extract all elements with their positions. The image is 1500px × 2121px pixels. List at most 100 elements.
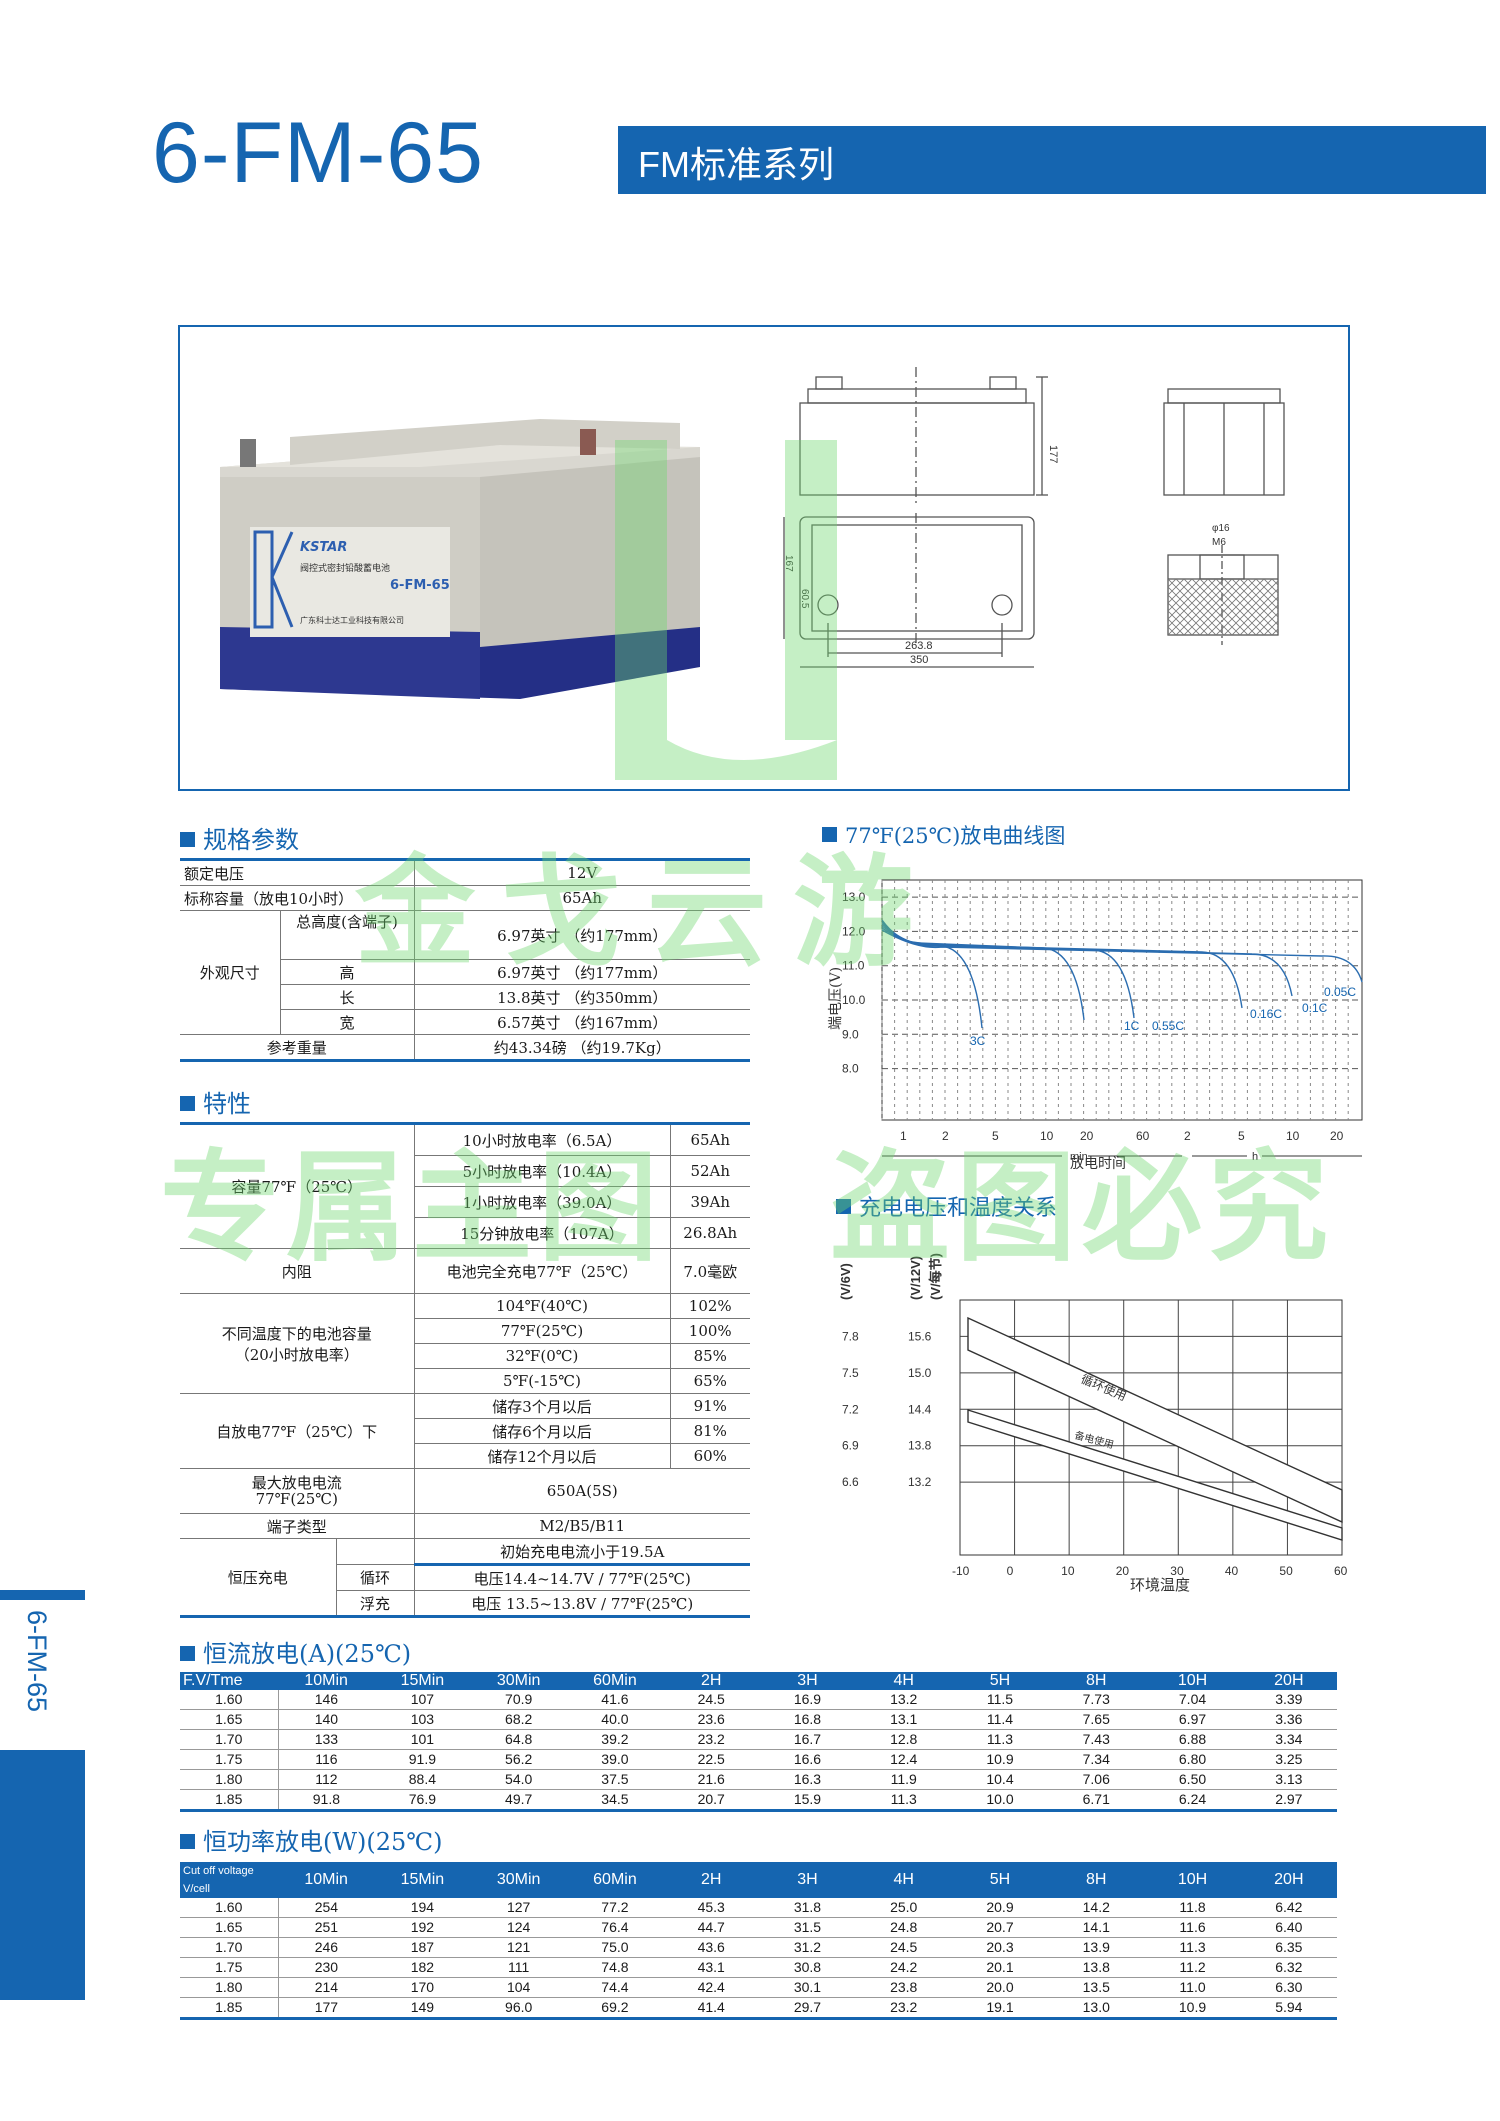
battery-type-text: 阀控式密封铅酸蓄电池 bbox=[300, 562, 390, 574]
terminal-thread-label: M6 bbox=[1212, 537, 1226, 548]
discharge-curve bbox=[881, 927, 1293, 997]
table-header-cell: 4H bbox=[855, 1672, 952, 1690]
feature-label: 储存6个月以后 bbox=[414, 1418, 671, 1444]
table-cell: 91.8 bbox=[278, 1789, 375, 1812]
table-cell: 23.2 bbox=[663, 1729, 760, 1750]
table-cell: 91.9 bbox=[374, 1749, 471, 1770]
feature-value: 60% bbox=[670, 1443, 750, 1469]
charge-x-tick: -10 bbox=[952, 1564, 970, 1578]
discharge-y-ticks: 13.012.011.010.09.08.0 bbox=[842, 890, 866, 1075]
table-cell: 77.2 bbox=[566, 1898, 664, 1918]
table-cell: 74.4 bbox=[566, 1977, 664, 1998]
table-header-cell: 10Min bbox=[278, 1672, 375, 1690]
charge-label: 恒压充电 bbox=[180, 1538, 337, 1618]
table-cell: 70.9 bbox=[470, 1690, 567, 1710]
table-cell: 1.60 bbox=[180, 1690, 279, 1710]
discharge-x-tick: 10 bbox=[1286, 1129, 1300, 1143]
discharge-grid bbox=[881, 880, 1362, 1120]
discharge-x-tick: 20 bbox=[1080, 1129, 1094, 1143]
discharge-curve-label: 0.16C bbox=[1250, 1007, 1282, 1021]
self-discharge-label: 自放电77℉（25℃）下 bbox=[180, 1393, 415, 1469]
terminal-span-dimension: 263.8 bbox=[905, 640, 933, 652]
table-cell: 68.2 bbox=[470, 1709, 567, 1730]
discharge-x-tick: 5 bbox=[992, 1129, 999, 1143]
table-cell: 182 bbox=[374, 1957, 471, 1978]
discharge-curve-label: 1C bbox=[1124, 1019, 1140, 1033]
charge-x-tick: 30 bbox=[1170, 1564, 1184, 1578]
table-cell: 13.5 bbox=[1048, 1977, 1145, 1998]
spec-value: 6.97英寸 （约177mm） bbox=[414, 910, 750, 960]
specs-section-title: 规格参数 bbox=[180, 820, 299, 855]
discharge-curve bbox=[881, 929, 1363, 983]
table-cell: 11.3 bbox=[855, 1789, 952, 1812]
table-header-cell: 8H bbox=[1048, 1862, 1145, 1898]
table-cell: 31.8 bbox=[759, 1898, 856, 1918]
table-cell: 251 bbox=[278, 1917, 375, 1938]
table-cell: 13.0 bbox=[1048, 1997, 1145, 2020]
table-cell: 42.4 bbox=[663, 1977, 760, 1998]
table-cell: 24.8 bbox=[855, 1917, 952, 1938]
table-cell: 7.73 bbox=[1048, 1690, 1145, 1710]
section-square-icon bbox=[822, 827, 837, 842]
table-cell: 10.9 bbox=[1144, 1997, 1241, 2020]
charge-x-tick: 10 bbox=[1061, 1564, 1075, 1578]
table-cell: 30.8 bbox=[759, 1957, 856, 1978]
feature-label: 104℉(40℃) bbox=[414, 1293, 671, 1319]
charge-initial-current: 初始充电电流小于19.5A bbox=[414, 1538, 750, 1566]
table-cell: 20.7 bbox=[663, 1789, 760, 1812]
table-cell: 11.3 bbox=[951, 1729, 1049, 1750]
table-header-cell: 3H bbox=[759, 1862, 856, 1898]
table-cell: 194 bbox=[374, 1898, 471, 1918]
resistance-label: 内阻 bbox=[180, 1248, 415, 1294]
table-header-cell: 60Min bbox=[566, 1862, 664, 1898]
table-cell: 20.3 bbox=[951, 1937, 1049, 1958]
table-header-cell: 8H bbox=[1048, 1672, 1145, 1690]
table-cell: 6.35 bbox=[1240, 1937, 1337, 1958]
table-cell: 23.8 bbox=[855, 1977, 952, 1998]
table-cell: 124 bbox=[470, 1917, 567, 1938]
discharge-y-tick: 8.0 bbox=[842, 1062, 859, 1076]
table-cell: 1.85 bbox=[180, 1789, 279, 1812]
watermark-logo bbox=[615, 440, 837, 780]
table-header-cell: 15Min bbox=[374, 1672, 471, 1690]
charge-y-label-cell: (V/每节) bbox=[928, 1253, 943, 1300]
table-cell: 13.8 bbox=[1048, 1957, 1145, 1978]
table-cell: 140 bbox=[278, 1709, 375, 1730]
charge-y-ticks-12v: 15.615.014.413.813.2 bbox=[908, 1329, 932, 1489]
battery-company-text: 广东科士达工业科技有限公司 bbox=[300, 615, 404, 625]
table-cell: 21.6 bbox=[663, 1769, 760, 1790]
table-cell: 3.36 bbox=[1240, 1709, 1337, 1730]
discharge-unit-min: min bbox=[1070, 1151, 1088, 1163]
discharge-x-tick: 2 bbox=[942, 1129, 949, 1143]
series-banner: FM标准系列 bbox=[618, 126, 1486, 194]
charge-chart-title: 充电电压和温度关系 bbox=[836, 1190, 1057, 1222]
battery-brand-text: KSTAR bbox=[300, 540, 347, 555]
spec-value: 65Ah bbox=[414, 885, 750, 911]
table-cell: 39.2 bbox=[566, 1729, 664, 1750]
feature-label: 77℉(25℃) bbox=[414, 1318, 671, 1344]
table-cell: 54.0 bbox=[470, 1769, 567, 1790]
table-cell: 1.75 bbox=[180, 1957, 279, 1978]
table-cell: 1.70 bbox=[180, 1729, 279, 1750]
feature-value: 39Ah bbox=[670, 1186, 750, 1218]
table-cell: 75.0 bbox=[566, 1937, 664, 1958]
max-current-value: 650A(5S) bbox=[414, 1468, 750, 1514]
cycle-value: 电压14.4~14.7V / 77℉(25℃) bbox=[414, 1564, 750, 1591]
terminal-value: M2/B5/B11 bbox=[414, 1513, 750, 1539]
table-cell: 6.24 bbox=[1144, 1789, 1241, 1812]
table-cell: 104 bbox=[470, 1977, 567, 1998]
table-cell: 24.5 bbox=[663, 1690, 760, 1710]
table-header-cell: 10H bbox=[1144, 1672, 1241, 1690]
charge-y-tick-6v: 7.5 bbox=[842, 1366, 859, 1380]
discharge-x-tick: 10 bbox=[1040, 1129, 1054, 1143]
table-cell: 6.97 bbox=[1144, 1709, 1241, 1730]
table-cell: 1.65 bbox=[180, 1709, 279, 1730]
discharge-x-tick: 5 bbox=[1238, 1129, 1245, 1143]
discharge-curve-label: 0.1C bbox=[1302, 1001, 1328, 1015]
table-cell: 214 bbox=[278, 1977, 375, 1998]
discharge-y-tick: 10.0 bbox=[842, 993, 866, 1007]
